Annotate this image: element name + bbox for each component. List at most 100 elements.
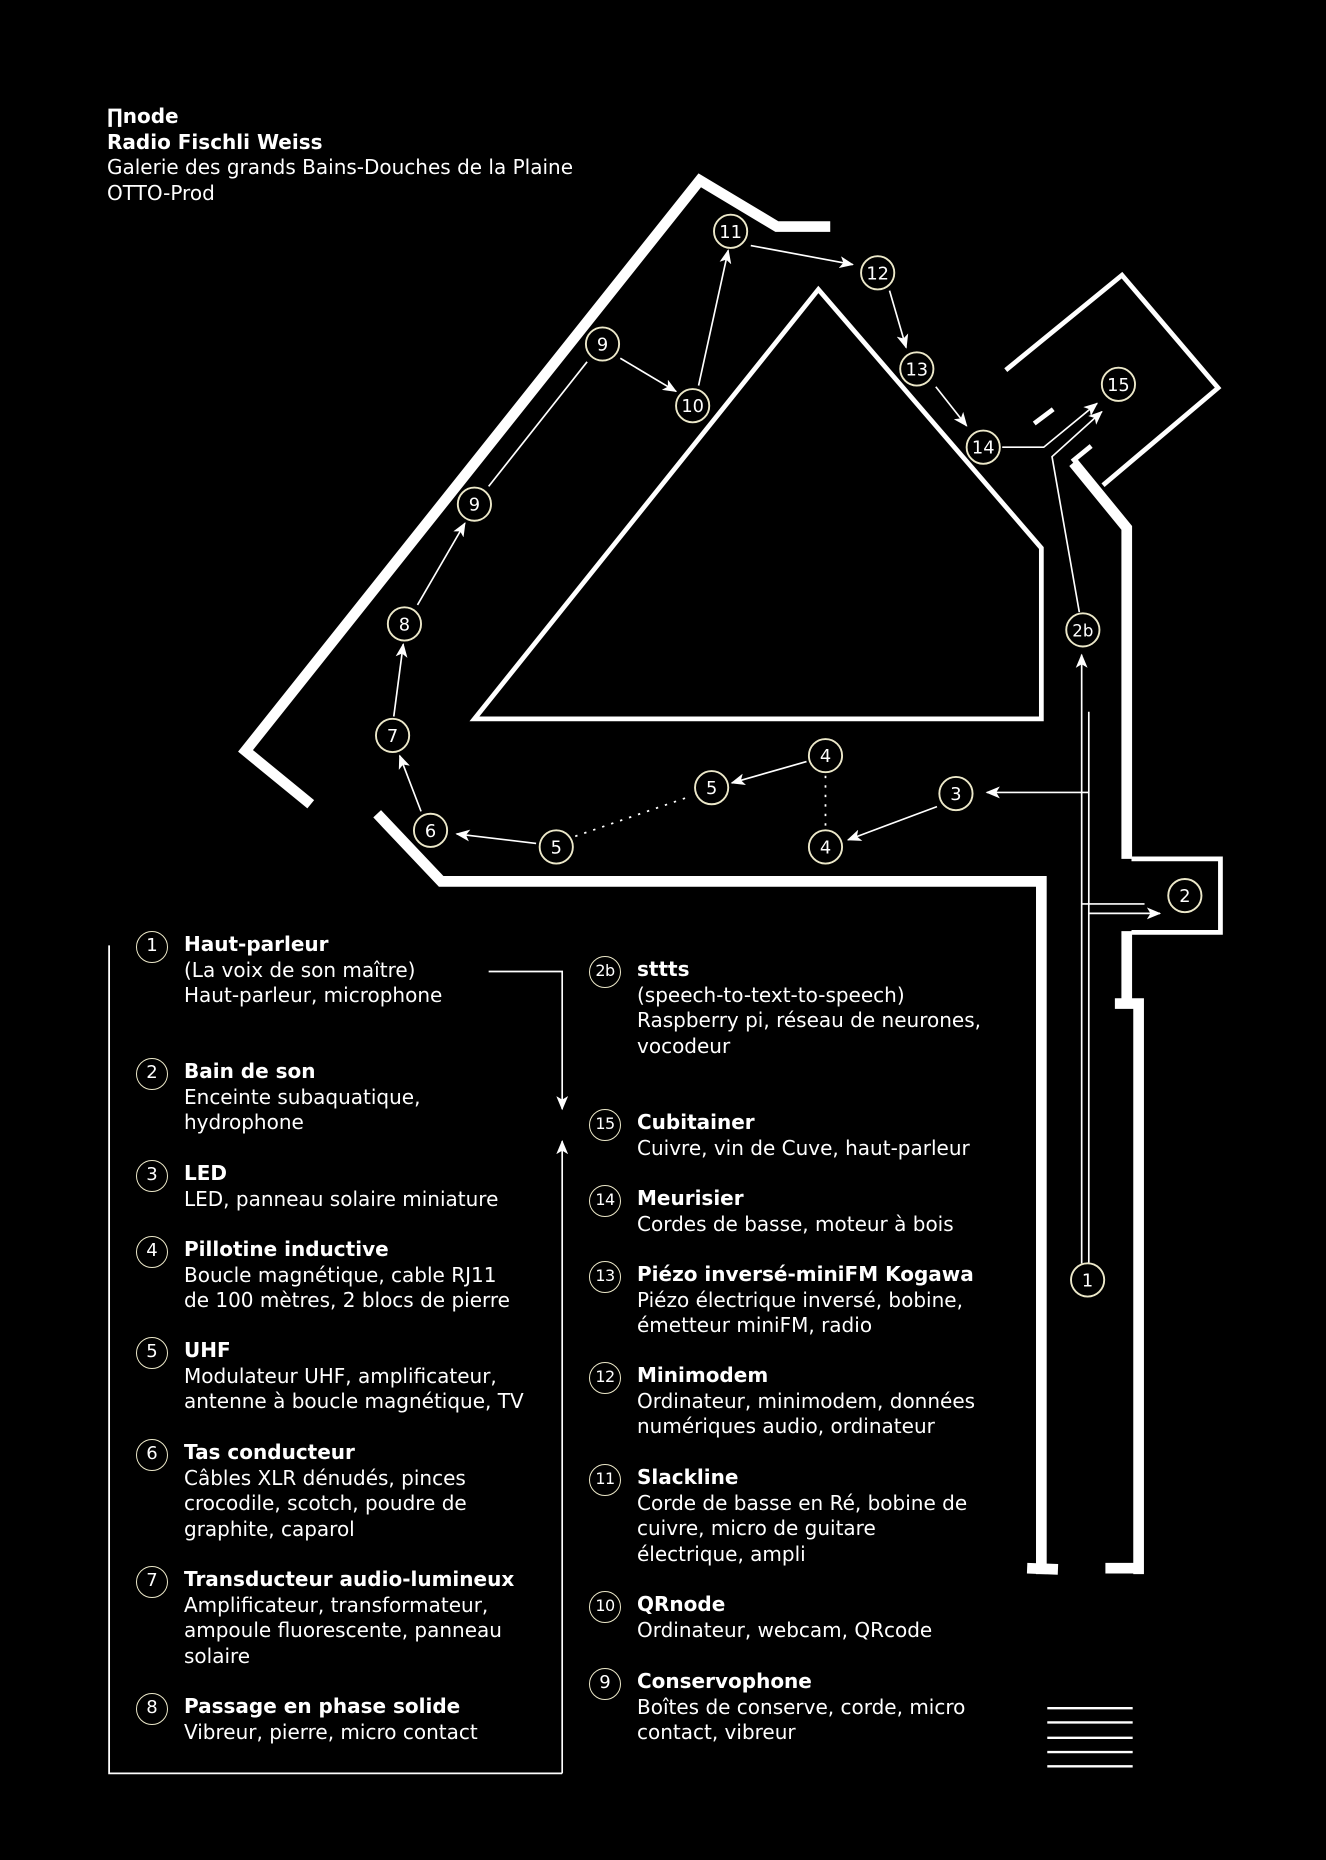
svg-text:14: 14 — [972, 438, 995, 459]
marker-badge: 9 — [589, 1668, 621, 1700]
legend-item-10[interactable]: 10 QRnode Ordinateur, webcam, QRcode — [589, 1591, 933, 1643]
legend-title: Conservophone — [637, 1669, 812, 1693]
marker-4b[interactable]: 4 — [807, 829, 844, 865]
legend-title: Cubitainer — [637, 1110, 755, 1134]
map-markers: 1 2 2b 3 4 4 5 5 6 7 8 9 9 10 11 12 13 1… — [375, 213, 1203, 1298]
legend-desc: Vibreur, pierre, micro contact — [184, 1719, 478, 1744]
marker-2b[interactable]: 2b — [1065, 612, 1101, 648]
legend-item-3[interactable]: 3 LED LED, panneau solaire miniature — [136, 1160, 499, 1212]
legend-title: LED — [184, 1161, 228, 1185]
legend-desc: Ordinateur, webcam, QRcode — [637, 1617, 933, 1642]
legend-item-2b[interactable]: 2b sttts (speech-to-text-to-speech) Rasp… — [589, 956, 981, 1059]
marker-7[interactable]: 7 — [375, 717, 411, 754]
svg-text:7: 7 — [387, 726, 398, 747]
marker-9a[interactable]: 9 — [456, 486, 492, 522]
legend-item-14[interactable]: 14 Meurisier Cordes de basse, moteur à b… — [589, 1185, 954, 1237]
svg-text:5: 5 — [706, 778, 717, 799]
flow-arrows — [392, 244, 1162, 1774]
legend-item-7[interactable]: 7 Transducteur audio-lumineux Amplificat… — [136, 1566, 514, 1669]
legend-title: Pillotine inductive — [184, 1237, 389, 1261]
marker-badge: 6 — [136, 1439, 168, 1471]
legend-item-8[interactable]: 8 Passage en phase solide Vibreur, pierr… — [136, 1693, 478, 1745]
svg-text:13: 13 — [905, 359, 928, 380]
legend-desc: Cordes de basse, moteur à bois — [637, 1211, 954, 1236]
legend-desc: cuivre, micro de guitare — [637, 1516, 876, 1540]
legend-desc: graphite, caparol — [184, 1516, 355, 1541]
marker-badge: 7 — [136, 1566, 168, 1598]
marker-badge: 1 — [136, 931, 168, 963]
svg-text:9: 9 — [469, 495, 480, 516]
svg-text:8: 8 — [399, 614, 410, 635]
svg-text:12: 12 — [866, 263, 889, 284]
legend-desc: antenne à boucle magnétique, TV — [184, 1389, 524, 1413]
legend-desc: Cuivre, vin de Cuve, haut-parleur — [637, 1135, 970, 1160]
project-name: ∏node — [107, 104, 179, 128]
marker-1[interactable]: 1 — [1070, 1262, 1106, 1298]
legend-desc: Câbles XLR dénudés, pinces — [184, 1465, 466, 1490]
svg-text:3: 3 — [950, 784, 961, 805]
marker-8[interactable]: 8 — [386, 606, 422, 642]
svg-text:4: 4 — [820, 746, 831, 767]
marker-6[interactable]: 6 — [412, 812, 449, 848]
legend-title: Tas conducteur — [184, 1440, 355, 1464]
legend-desc: Raspberry pi, réseau de neurones, — [637, 1008, 981, 1032]
marker-badge: 15 — [589, 1109, 621, 1141]
svg-text:11: 11 — [719, 222, 742, 243]
marker-12[interactable]: 12 — [860, 255, 896, 291]
legend-item-11[interactable]: 11 Slackline Corde de basse en Ré, bobin… — [589, 1464, 967, 1567]
legend-desc: LED, panneau solaire miniature — [184, 1186, 499, 1211]
marker-badge: 13 — [589, 1261, 621, 1293]
marker-badge: 12 — [589, 1362, 621, 1394]
marker-10[interactable]: 10 — [675, 388, 711, 424]
marker-badge: 2 — [136, 1058, 168, 1090]
marker-13[interactable]: 13 — [899, 351, 935, 387]
legend-item-4[interactable]: 4 Pillotine inductive Boucle magnétique,… — [136, 1236, 510, 1314]
room-2-walls — [1131, 856, 1223, 935]
legend-item-1[interactable]: 1 Haut-parleur (La voix de son maître) H… — [136, 931, 443, 1009]
legend-desc: Piézo électrique inversé, bobine, — [637, 1287, 963, 1312]
inner-block — [469, 285, 1044, 722]
legend-desc: Amplificateur, transformateur, — [184, 1592, 489, 1617]
legend-item-13[interactable]: 13 Piézo inversé-miniFM Kogawa Piézo éle… — [589, 1261, 974, 1339]
svg-text:10: 10 — [681, 396, 704, 417]
legend-desc: électrique, ampli — [637, 1541, 806, 1566]
legend-item-12[interactable]: 12 Minimodem Ordinateur, minimodem, donn… — [589, 1362, 976, 1440]
legend-desc: (La voix de son maître) — [184, 957, 416, 982]
legend-desc: ampoule fluorescente, panneau — [184, 1618, 502, 1642]
marker-14[interactable]: 14 — [965, 429, 1001, 465]
dotted-links — [574, 775, 827, 838]
legend-item-5[interactable]: 5 UHF Modulateur UHF, amplificateur, ant… — [136, 1337, 524, 1415]
legend-item-15[interactable]: 15 Cubitainer Cuivre, vin de Cuve, haut-… — [589, 1109, 970, 1161]
marker-badge: 3 — [136, 1160, 168, 1192]
marker-11[interactable]: 11 — [713, 213, 749, 249]
legend-title: Piézo inversé-miniFM Kogawa — [637, 1262, 974, 1286]
marker-9b[interactable]: 9 — [584, 326, 621, 362]
legend-desc: Haut-parleur, microphone — [184, 983, 443, 1007]
legend-desc: crocodile, scotch, poudre de — [184, 1491, 467, 1515]
marker-5b[interactable]: 5 — [538, 829, 574, 865]
marker-2[interactable]: 2 — [1167, 878, 1203, 914]
legend-desc: hydrophone — [184, 1110, 304, 1134]
marker-badge: 4 — [136, 1236, 168, 1268]
legend-item-6[interactable]: 6 Tas conducteur Câbles XLR dénudés, pin… — [136, 1439, 467, 1542]
marker-badge: 10 — [589, 1591, 621, 1623]
legend-desc: Modulateur UHF, amplificateur, — [184, 1363, 497, 1388]
legend-desc: Ordinateur, minimodem, données — [637, 1388, 976, 1413]
legend-desc: émetteur miniFM, radio — [637, 1313, 873, 1337]
legend-item-9[interactable]: 9 Conservophone Boîtes de conserve, cord… — [589, 1668, 965, 1746]
stairs — [1047, 1706, 1133, 1768]
marker-3[interactable]: 3 — [938, 776, 974, 812]
header: ∏node Radio Fischli Weiss Galerie des gr… — [107, 104, 573, 206]
marker-15[interactable]: 15 — [1100, 366, 1136, 402]
marker-badge: 2b — [589, 956, 621, 988]
svg-text:9: 9 — [597, 335, 608, 356]
marker-5a[interactable]: 5 — [694, 770, 730, 806]
producer: OTTO-Prod — [107, 180, 215, 205]
legend-title: Meurisier — [637, 1186, 744, 1210]
legend-item-2[interactable]: 2 Bain de son Enceinte subaquatique, hyd… — [136, 1058, 420, 1136]
svg-text:15: 15 — [1107, 375, 1130, 396]
legend-desc: solaire — [184, 1643, 251, 1668]
marker-4a[interactable]: 4 — [807, 738, 844, 774]
svg-text:4: 4 — [820, 837, 831, 858]
